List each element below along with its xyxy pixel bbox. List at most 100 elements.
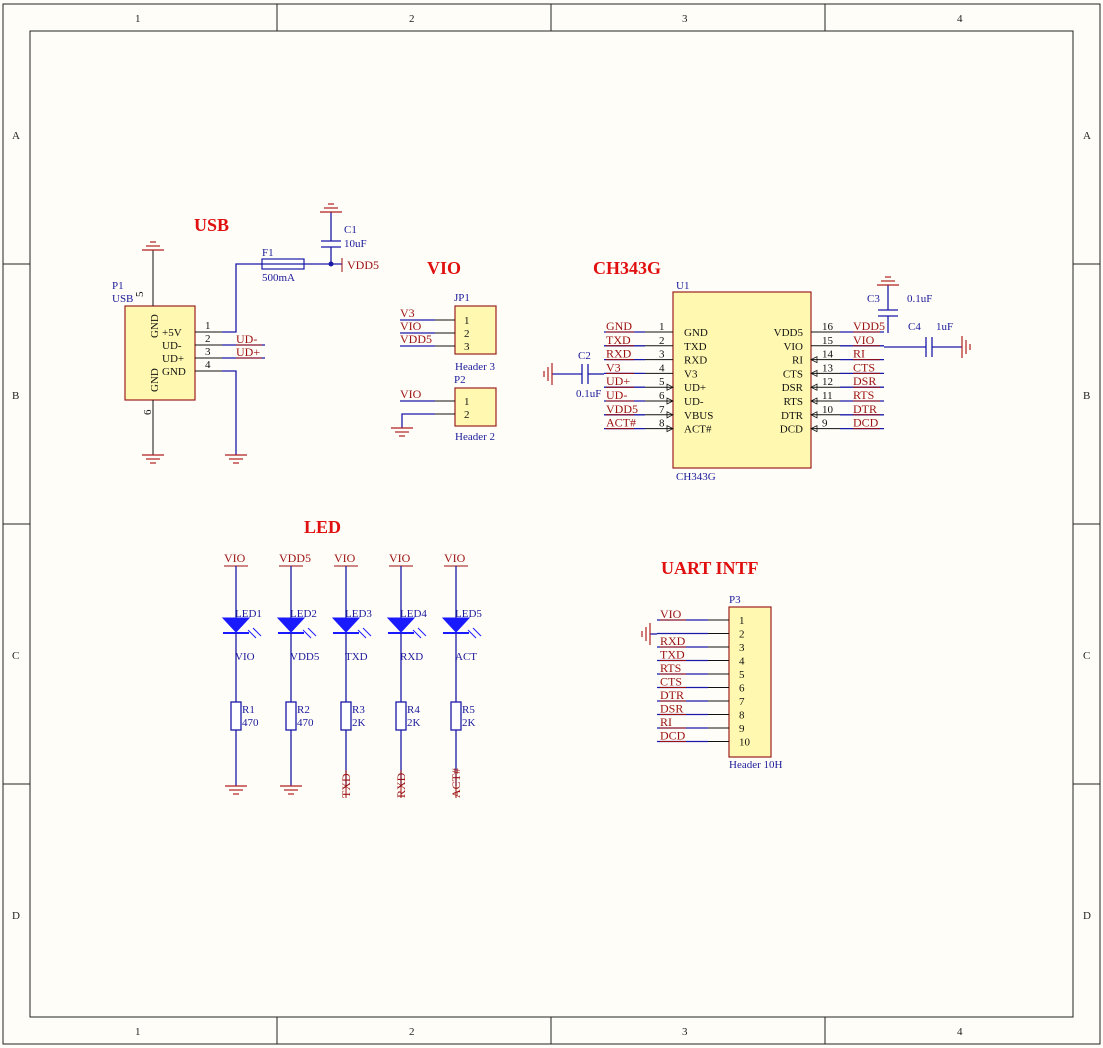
zone-col-bottom-1: 1 bbox=[135, 1026, 141, 1038]
led4-top-net: VIO bbox=[389, 551, 411, 565]
c3-value: 0.1uF bbox=[907, 293, 932, 305]
p2-pin2: 2 bbox=[464, 409, 470, 421]
u1-net-right-9: DCD bbox=[853, 416, 879, 430]
u1-pin-5: 5 bbox=[659, 376, 665, 388]
led5-designator: LED5 bbox=[455, 608, 482, 620]
u1-pin-name-udp: UD+ bbox=[684, 382, 706, 394]
fuse-f1[interactable]: F1 500mA bbox=[261, 247, 305, 284]
u1-pin-name-v3: V3 bbox=[684, 368, 698, 380]
u1-pin-name-txd: TXD bbox=[684, 341, 707, 353]
p1-pin2: 2 bbox=[205, 333, 211, 345]
p1-pin5: 5 bbox=[134, 291, 146, 297]
gnd-c3-icon bbox=[877, 276, 899, 286]
resistor-r4 bbox=[395, 701, 407, 731]
zone-row-right-A: A bbox=[1083, 130, 1091, 142]
usb-connector-p1[interactable]: P1 USB 5 GND 6 GND +5V UD- UD+ GND 1 2 3… bbox=[112, 250, 222, 455]
capacitor-c1[interactable]: C1 10uF bbox=[321, 212, 367, 264]
p1-pin1: 1 bbox=[205, 320, 211, 332]
r2-designator: R2 bbox=[297, 704, 310, 716]
u1-pin-3: 3 bbox=[659, 349, 665, 361]
p3-net-dtr: DTR bbox=[660, 688, 684, 702]
p1-udp-label: UD+ bbox=[162, 353, 184, 365]
zone-row-right-D: D bbox=[1083, 910, 1091, 922]
ground-symbols bbox=[142, 203, 971, 795]
u1-pin-7: 7 bbox=[659, 404, 665, 416]
resistor-r2 bbox=[285, 701, 297, 731]
gnd-c4-icon bbox=[961, 336, 971, 358]
u1-pin-name-dsr: DSR bbox=[782, 382, 804, 394]
header-p2[interactable]: P2 1 2 Header 2 VIO bbox=[400, 374, 497, 443]
u1-pin-name-ri: RI bbox=[792, 355, 803, 367]
capacitor-c2[interactable]: C2 0.1uF bbox=[552, 350, 604, 400]
p1-pin6: 6 bbox=[142, 409, 154, 415]
u1-pin-14: 14 bbox=[822, 349, 834, 361]
r1-designator: R1 bbox=[242, 704, 255, 716]
p1-gnd-top-label: GND bbox=[149, 314, 161, 338]
p1-5v-label: +5V bbox=[162, 327, 182, 339]
u1-net-left-2: TXD bbox=[606, 333, 631, 347]
led4-designator: LED4 bbox=[400, 608, 427, 620]
r5-designator: R5 bbox=[462, 704, 475, 716]
net-udp-usb: UD+ bbox=[236, 345, 260, 359]
p3-net-dcd: DCD bbox=[660, 729, 686, 743]
u1-body bbox=[672, 291, 812, 469]
led5-label: ACT bbox=[455, 651, 477, 663]
u1-pin-2: 2 bbox=[659, 335, 665, 347]
zone-col-bottom-2: 2 bbox=[409, 1026, 415, 1038]
u1-net-left-5: UD+ bbox=[606, 374, 630, 388]
led3-label: TXD bbox=[345, 651, 368, 663]
u1-designator: U1 bbox=[676, 280, 689, 292]
p1-pin3: 3 bbox=[205, 346, 211, 358]
r4-designator: R4 bbox=[407, 704, 420, 716]
gnd-p3-icon bbox=[641, 623, 651, 645]
p3-pin-3: 3 bbox=[739, 642, 745, 654]
jp1-pin3: 3 bbox=[464, 341, 470, 353]
header-jp1[interactable]: JP1 1 2 3 Header 3 V3 VIO VDD5 bbox=[400, 292, 497, 373]
jp1-net-v3: V3 bbox=[400, 306, 415, 320]
c4-designator: C4 bbox=[908, 321, 921, 333]
p1-body bbox=[124, 305, 196, 401]
r3-designator: R3 bbox=[352, 704, 365, 716]
zone-row-right-B: B bbox=[1083, 390, 1090, 402]
net-udm-usb: UD- bbox=[236, 332, 257, 346]
p3-comment: Header 10H bbox=[729, 759, 783, 771]
p1-designator: P1 bbox=[112, 280, 124, 292]
p3-pin-9: 9 bbox=[739, 723, 745, 735]
p3-pin-8: 8 bbox=[739, 710, 745, 722]
led5-diode-icon bbox=[441, 617, 471, 633]
zone-col-top-3: 3 bbox=[682, 13, 688, 25]
led1-top-net: VIO bbox=[224, 551, 246, 565]
gnd-usb-bottom-icon bbox=[142, 454, 164, 464]
u1-pin-4: 4 bbox=[659, 362, 665, 374]
c1-value: 10uF bbox=[344, 238, 367, 250]
p1-gnd-bottom-label: GND bbox=[149, 368, 161, 392]
p2-net-vio: VIO bbox=[400, 387, 422, 401]
u1-net-right-13: CTS bbox=[853, 360, 875, 374]
p1-comment: USB bbox=[112, 293, 133, 305]
capacitor-c4[interactable]: C4 1uF bbox=[884, 321, 962, 357]
u1-net-right-14: RI bbox=[853, 347, 865, 361]
u1-pin-13: 13 bbox=[822, 362, 834, 374]
inner-border bbox=[29, 30, 1074, 1018]
capacitor-c3[interactable]: C3 0.1uF bbox=[867, 285, 932, 333]
led5-top-net: VIO bbox=[444, 551, 466, 565]
p1-gnd-label: GND bbox=[162, 366, 186, 378]
p3-pin-5: 5 bbox=[739, 669, 745, 681]
header-p3[interactable]: P3 Header 10H 1VIO23RXD4TXD5RTS6CTS7DTR8… bbox=[650, 594, 783, 771]
zone-row-left-C: C bbox=[12, 650, 19, 662]
p3-net-txd: TXD bbox=[660, 648, 685, 662]
f1-designator: F1 bbox=[262, 247, 274, 259]
u1-pin-9: 9 bbox=[822, 418, 828, 430]
led-array: VIOLED1VIOR1470VDD5LED2VDD5R2470VIOLED3T… bbox=[221, 551, 482, 798]
u1-net-left-1: GND bbox=[606, 319, 632, 333]
zone-row-left-A: A bbox=[12, 130, 20, 142]
